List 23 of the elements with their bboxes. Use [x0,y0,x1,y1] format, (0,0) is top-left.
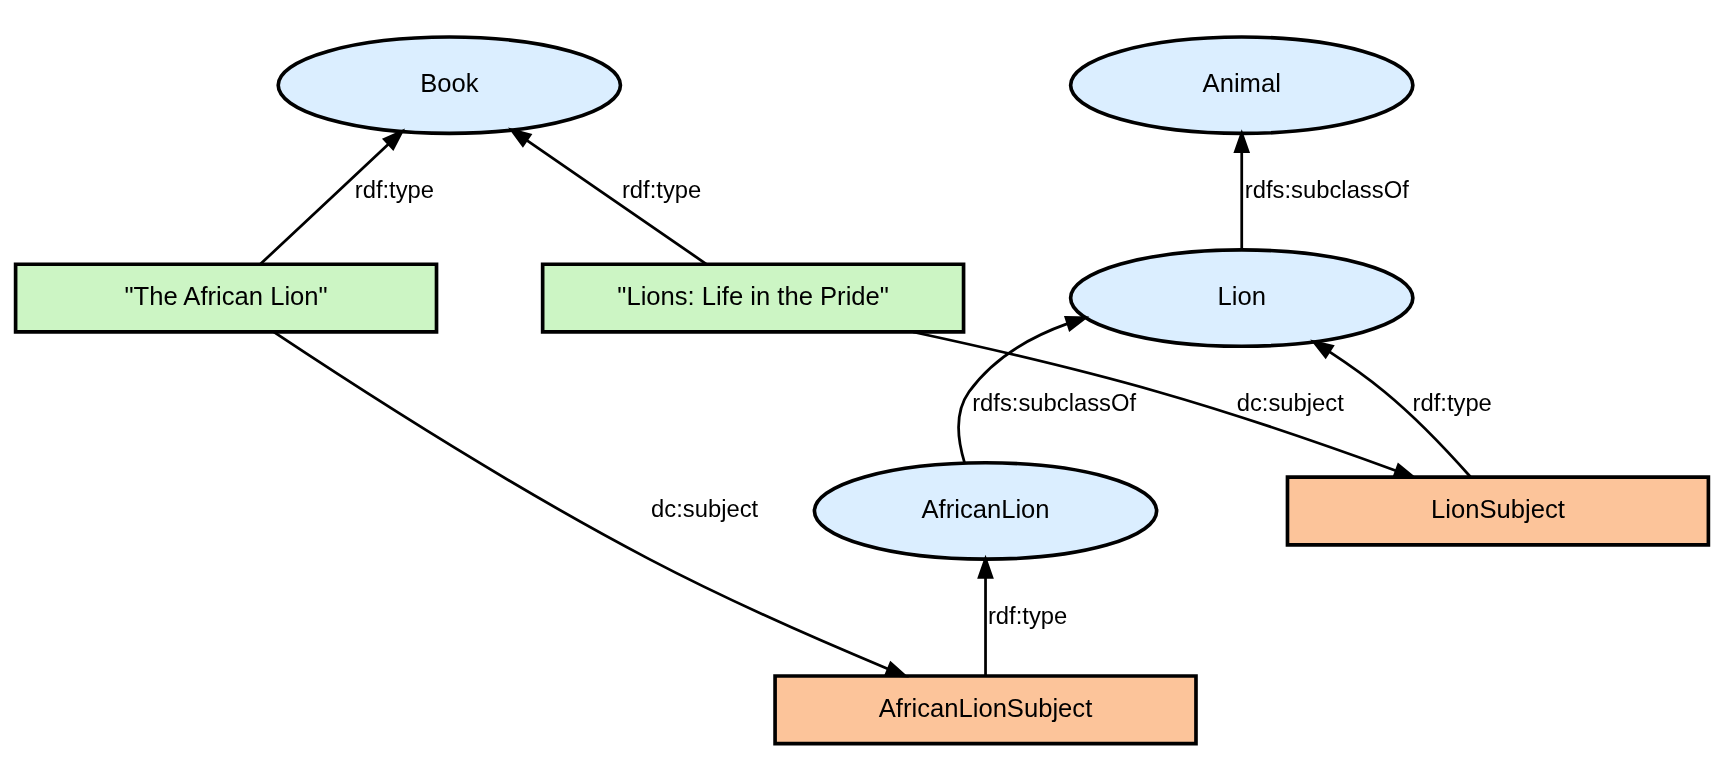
arrow [1233,129,1251,250]
edge-label: rdfs:subclassOf [1244,175,1409,203]
edge-label: dc:subject [1236,388,1344,416]
edge-label: dc:subject [651,495,759,523]
node-ellipse: Lion [1068,248,1415,349]
node-box: AfricanLionSubject [773,674,1198,746]
node-box: "Lions: Life in the Pride" [540,262,966,334]
arrow [272,330,910,678]
node-box: "The African Lion" [13,262,439,334]
edge-label: rdfs:subclassOf [972,388,1137,416]
edge-label: rdf:type [987,601,1068,629]
arrow [977,554,994,676]
node-box: LionSubject [1285,475,1711,547]
arrow [259,128,406,266]
node-ellipse: Animal [1068,35,1415,136]
edge-label: rdf:type [621,175,702,203]
node-ellipse: AfricanLion [812,460,1159,561]
arrow [1310,339,1472,478]
arrow [508,127,708,266]
node-ellipse: Book [276,35,623,136]
edge-label: rdf:type [354,175,435,203]
arrow [957,316,1090,464]
edge-label: rdf:type [1412,388,1492,416]
